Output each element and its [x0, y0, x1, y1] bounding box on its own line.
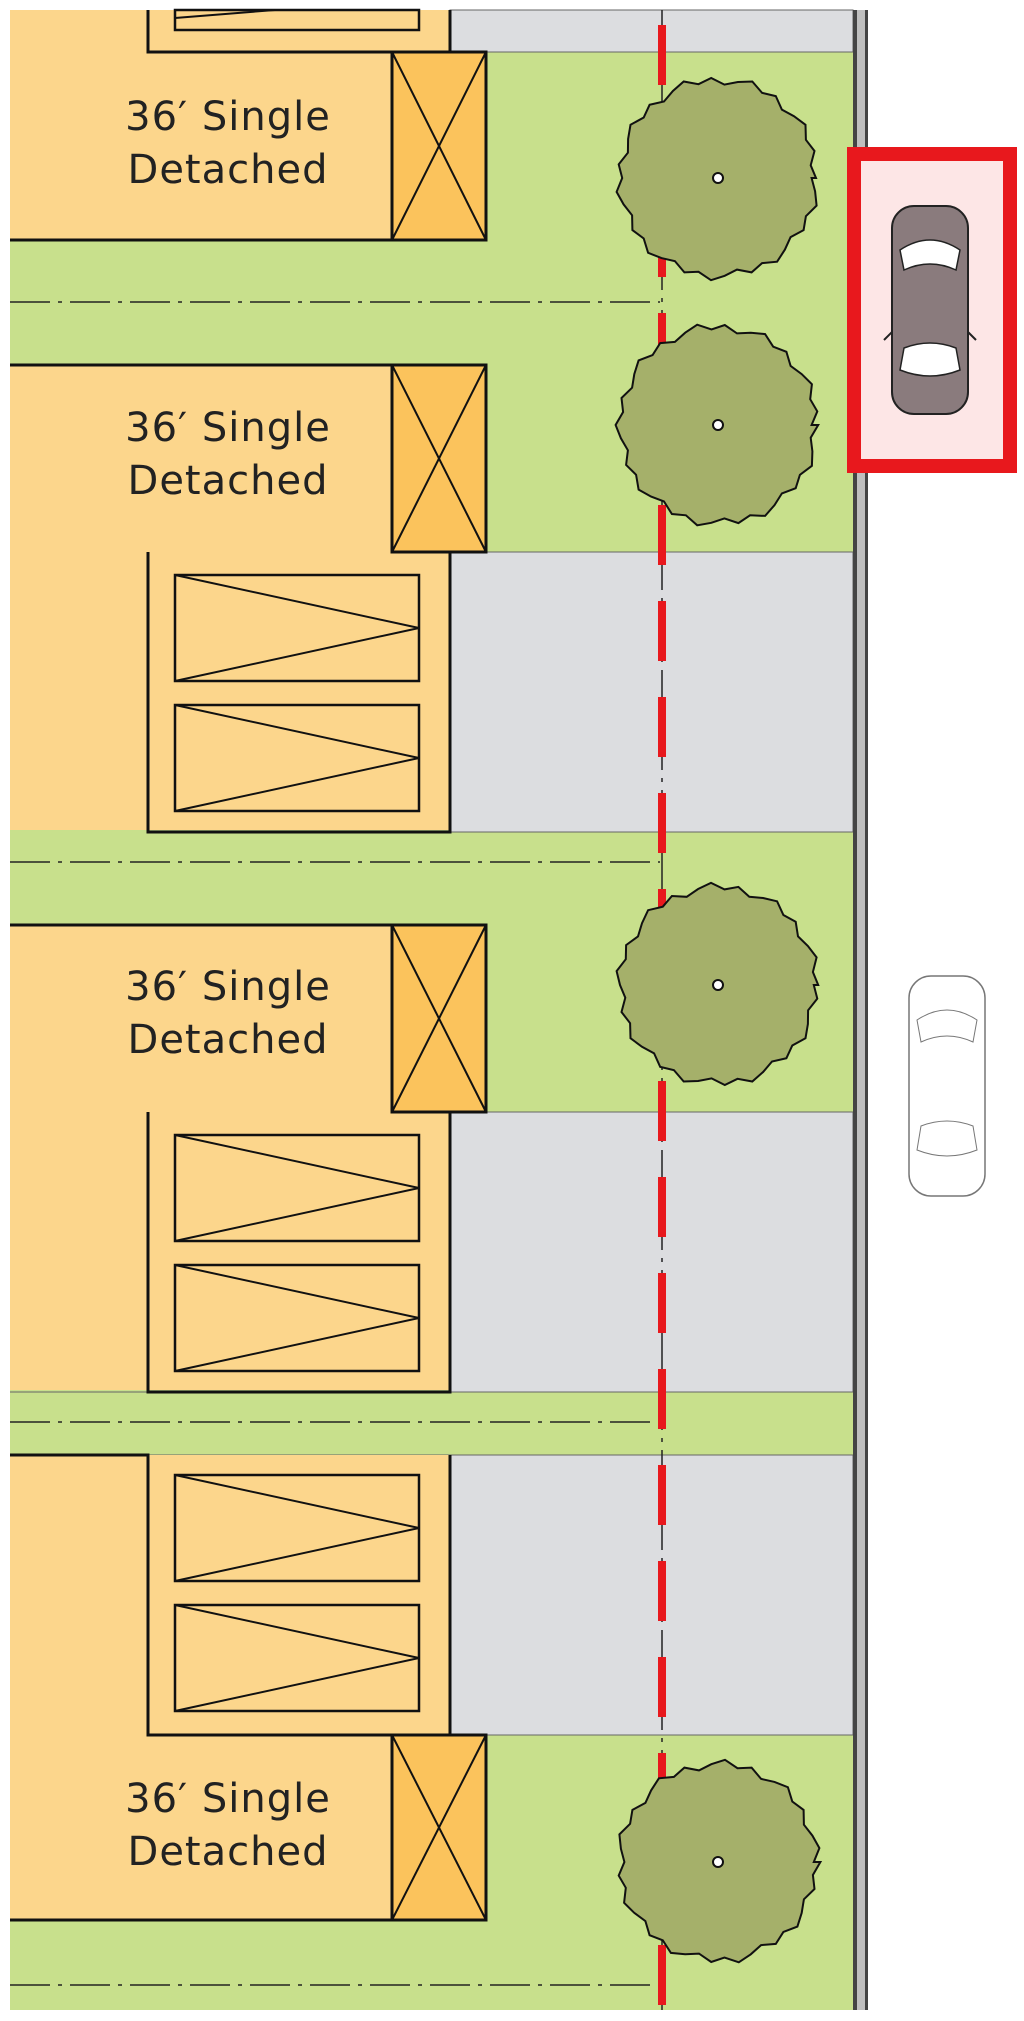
parking-stall [173, 703, 421, 813]
driveway [449, 1111, 854, 1393]
lot-label-line2: Detached [128, 458, 329, 504]
tree-trunk-icon [712, 419, 724, 431]
lot-label-line2: Detached [128, 147, 329, 193]
house [10, 10, 450, 240]
lot-label-line2: Detached [128, 1829, 329, 1875]
parking-stall [173, 1603, 421, 1713]
lot-label-line2: Detached [128, 1017, 329, 1063]
parking-stall [173, 1133, 421, 1243]
driveway [449, 551, 854, 833]
car-icon [908, 975, 986, 1197]
car-icon [883, 205, 977, 415]
parking-stall [173, 8, 421, 32]
trees [614, 76, 823, 1964]
lot-label-line1: 36′ Single [125, 1776, 331, 1822]
parking-stall [173, 1263, 421, 1373]
lot-label-line1: 36′ Single [125, 964, 331, 1010]
parking-stall [173, 573, 421, 683]
tree-trunk-icon [712, 1856, 724, 1868]
parking-stall [173, 1473, 421, 1583]
tree-trunk-icon [712, 172, 724, 184]
lot-label-line1: 36′ Single [125, 405, 331, 451]
driveway [449, 1454, 854, 1736]
driveway [449, 9, 854, 53]
tree-trunk-icon [712, 979, 724, 991]
lot-label-line1: 36′ Single [125, 94, 331, 140]
